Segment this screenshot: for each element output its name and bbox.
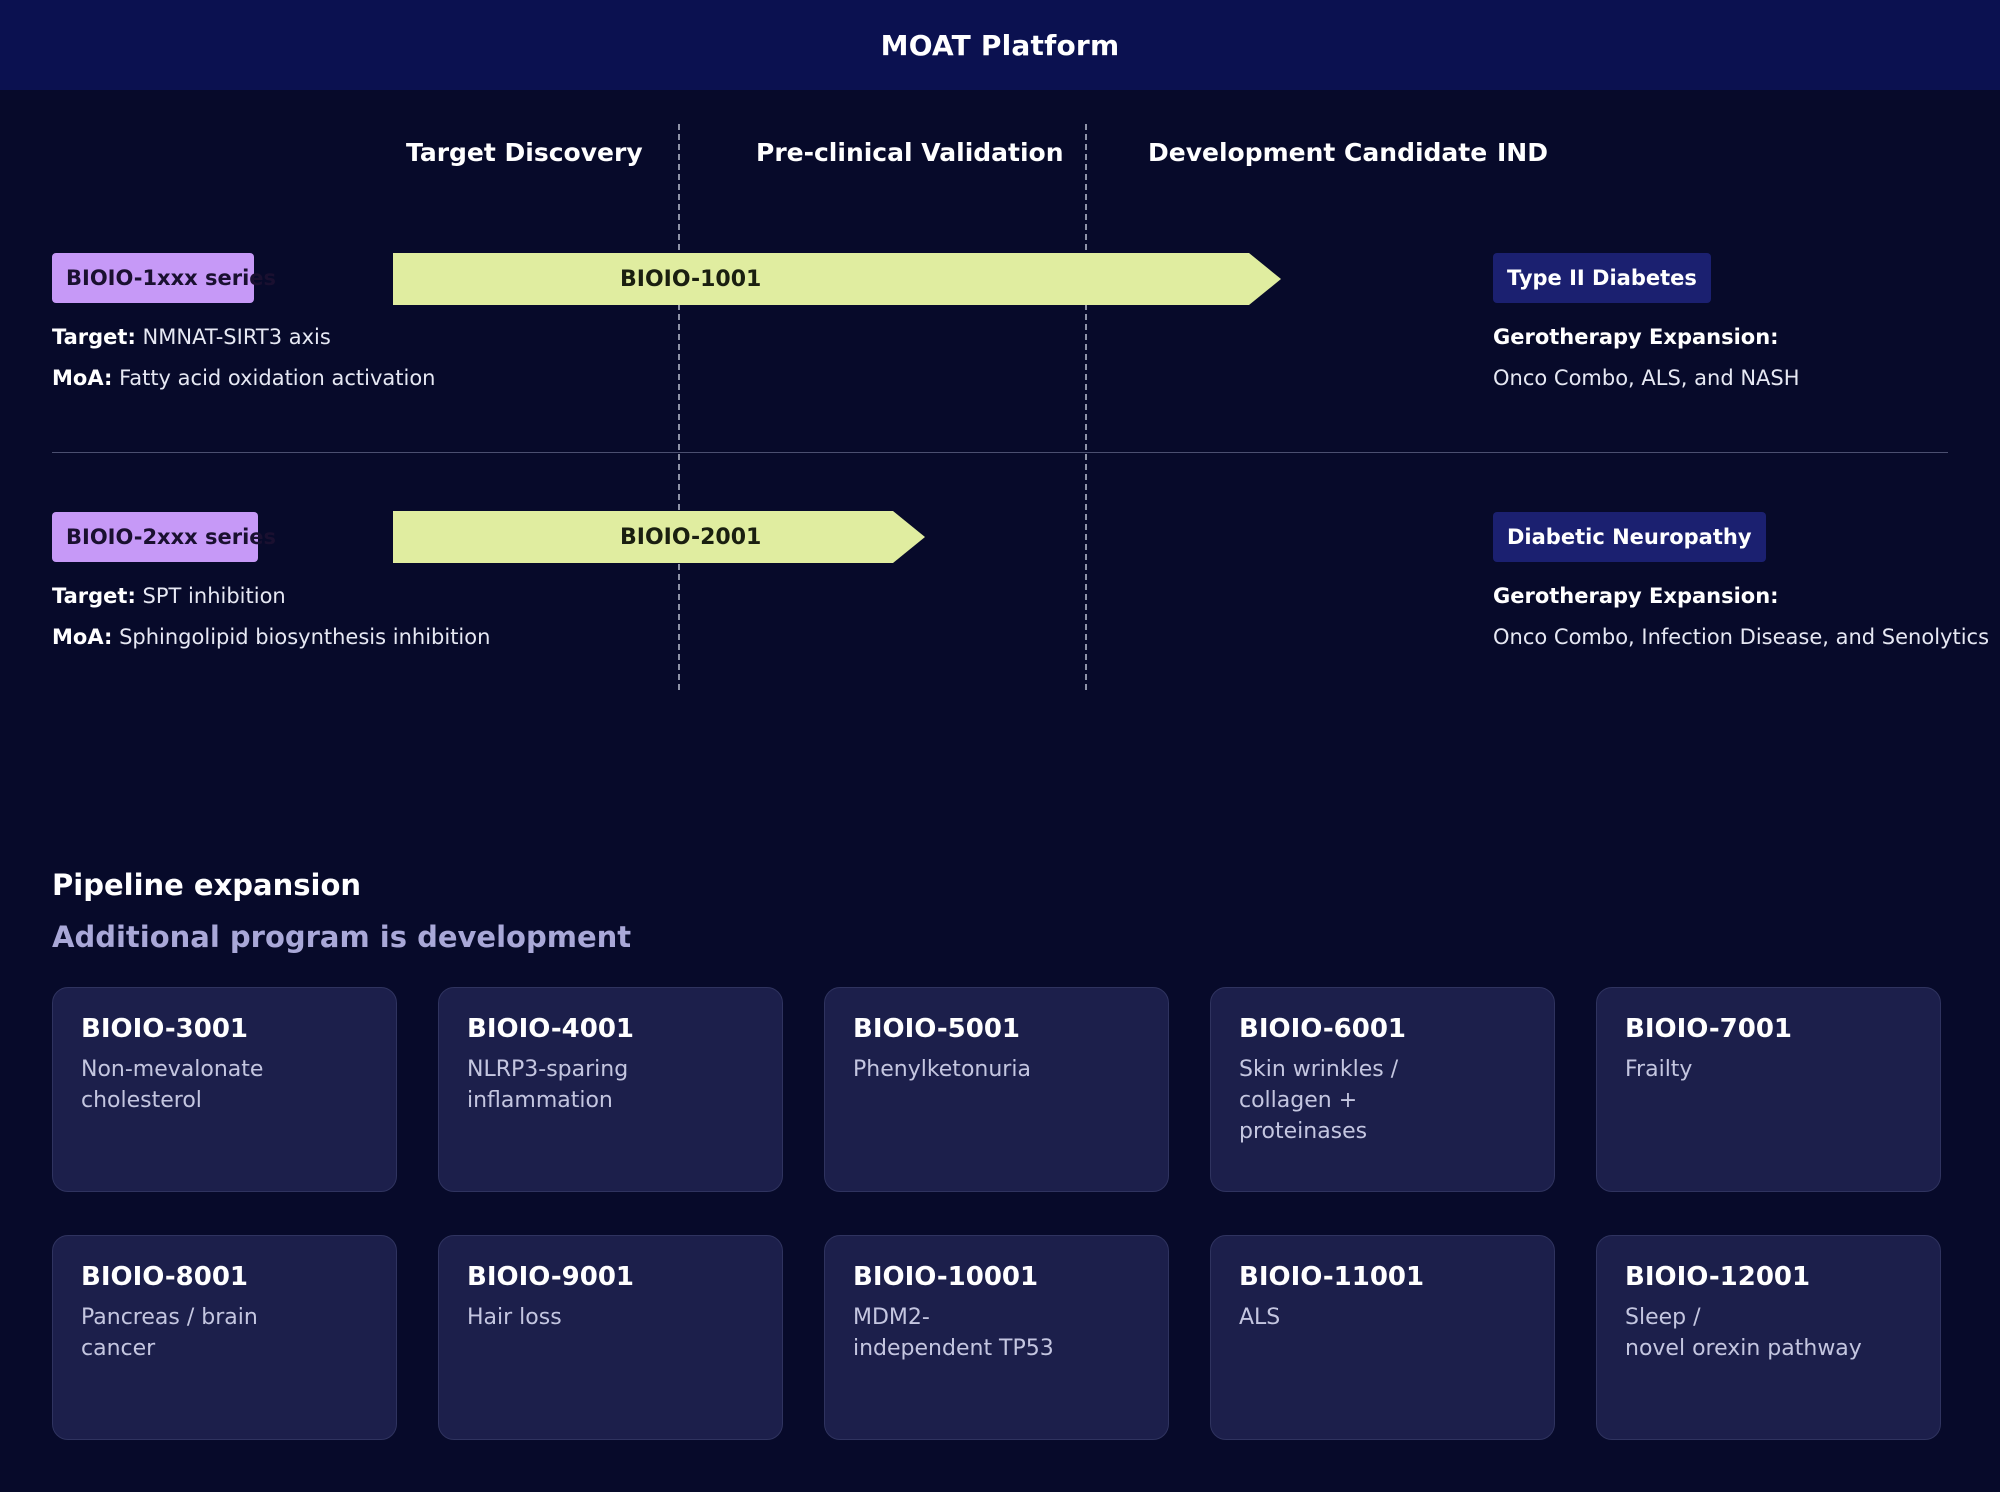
moa-value: Fatty acid oxidation activation xyxy=(119,366,436,390)
program-description: Hair loss xyxy=(467,1305,562,1330)
program-id: BIOIO-8001 xyxy=(81,1262,249,1292)
stage-ind: IND xyxy=(1497,138,1548,167)
moa-label: MoA: xyxy=(52,625,113,649)
program-description: Sleep / novel orexin pathway xyxy=(1625,1305,1862,1361)
expansion-label: Gerotherapy Expansion: xyxy=(1493,584,1779,608)
program-card: BIOIO-7001 Frailty xyxy=(1596,987,1941,1192)
program-id: BIOIO-7001 xyxy=(1625,1014,1793,1044)
pipeline-subtitle: Additional program is development xyxy=(52,920,632,954)
program-card: BIOIO-8001 Pancreas / brain cancer xyxy=(52,1235,397,1440)
program-id: BIOIO-12001 xyxy=(1625,1262,1811,1292)
indication-chip: Diabetic Neuropathy xyxy=(1493,512,1766,562)
program-description: Phenylketonuria xyxy=(853,1057,1031,1082)
program-description: MDM2- independent TP53 xyxy=(853,1305,1054,1361)
target-label: Target: xyxy=(52,584,136,608)
stage-development-candidate: Development Candidate xyxy=(1148,138,1488,167)
stage-preclinical-validation: Pre-clinical Validation xyxy=(756,138,1064,167)
program-description: Non-mevalonate cholesterol xyxy=(81,1057,264,1113)
expansion-value: Onco Combo, ALS, and NASH xyxy=(1493,366,1800,390)
moa-line: MoA: Fatty acid oxidation activation xyxy=(52,366,435,390)
program-id: BIOIO-11001 xyxy=(1239,1262,1425,1292)
program-id: BIOIO-3001 xyxy=(81,1014,249,1044)
target-label: Target: xyxy=(52,325,136,349)
program-id: BIOIO-9001 xyxy=(467,1262,635,1292)
page-title: MOAT Platform xyxy=(880,28,1120,62)
progress-arrow: BIOIO-1001 xyxy=(393,253,1281,305)
program-card: BIOIO-4001 NLRP3-sparing inflammation xyxy=(438,987,783,1192)
program-description: Pancreas / brain cancer xyxy=(81,1305,258,1361)
target-line: Target: SPT inhibition xyxy=(52,584,286,608)
moa-value: Sphingolipid biosynthesis inhibition xyxy=(119,625,491,649)
expansion-value: Onco Combo, Infection Disease, and Senol… xyxy=(1493,625,1990,649)
program-card: BIOIO-9001 Hair loss xyxy=(438,1235,783,1440)
program-card: BIOIO-10001 MDM2- independent TP53 xyxy=(824,1235,1169,1440)
progress-arrow: BIOIO-2001 xyxy=(393,511,925,563)
target-value: SPT inhibition xyxy=(142,584,286,608)
stage-divider xyxy=(678,124,680,690)
program-description: ALS xyxy=(1239,1305,1281,1330)
target-value: NMNAT-SIRT3 axis xyxy=(142,325,331,349)
program-description: Skin wrinkles / collagen + proteinases xyxy=(1239,1057,1399,1144)
indication-chip: Type II Diabetes xyxy=(1493,253,1711,303)
series-chip: BIOIO-1xxx series xyxy=(52,253,276,303)
program-description: Frailty xyxy=(1625,1057,1693,1082)
program-id: BIOIO-6001 xyxy=(1239,1014,1407,1044)
program-card: BIOIO-11001 ALS xyxy=(1210,1235,1555,1440)
header-bar: MOAT Platform xyxy=(0,0,2000,90)
program-id: BIOIO-5001 xyxy=(853,1014,1021,1044)
program-card: BIOIO-5001 Phenylketonuria xyxy=(824,987,1169,1192)
program-card: BIOIO-6001 Skin wrinkles / collagen + pr… xyxy=(1210,987,1555,1192)
expansion-label: Gerotherapy Expansion: xyxy=(1493,325,1779,349)
program-card: BIOIO-3001 Non-mevalonate cholesterol xyxy=(52,987,397,1192)
program-id: BIOIO-4001 xyxy=(467,1014,635,1044)
target-line: Target: NMNAT-SIRT3 axis xyxy=(52,325,331,349)
program-card: BIOIO-12001 Sleep / novel orexin pathway xyxy=(1596,1235,1941,1440)
row-divider xyxy=(52,452,1948,453)
stage-target-discovery: Target Discovery xyxy=(406,138,643,167)
candidate-label: BIOIO-2001 xyxy=(620,524,762,550)
moa-label: MoA: xyxy=(52,366,113,390)
candidate-label: BIOIO-1001 xyxy=(620,266,762,292)
program-id: BIOIO-10001 xyxy=(853,1262,1039,1292)
moa-line: MoA: Sphingolipid biosynthesis inhibitio… xyxy=(52,625,490,649)
pipeline-title: Pipeline expansion xyxy=(52,868,362,902)
series-chip: BIOIO-2xxx series xyxy=(52,512,276,562)
stage-divider xyxy=(1085,124,1087,690)
program-description: NLRP3-sparing inflammation xyxy=(467,1057,629,1113)
